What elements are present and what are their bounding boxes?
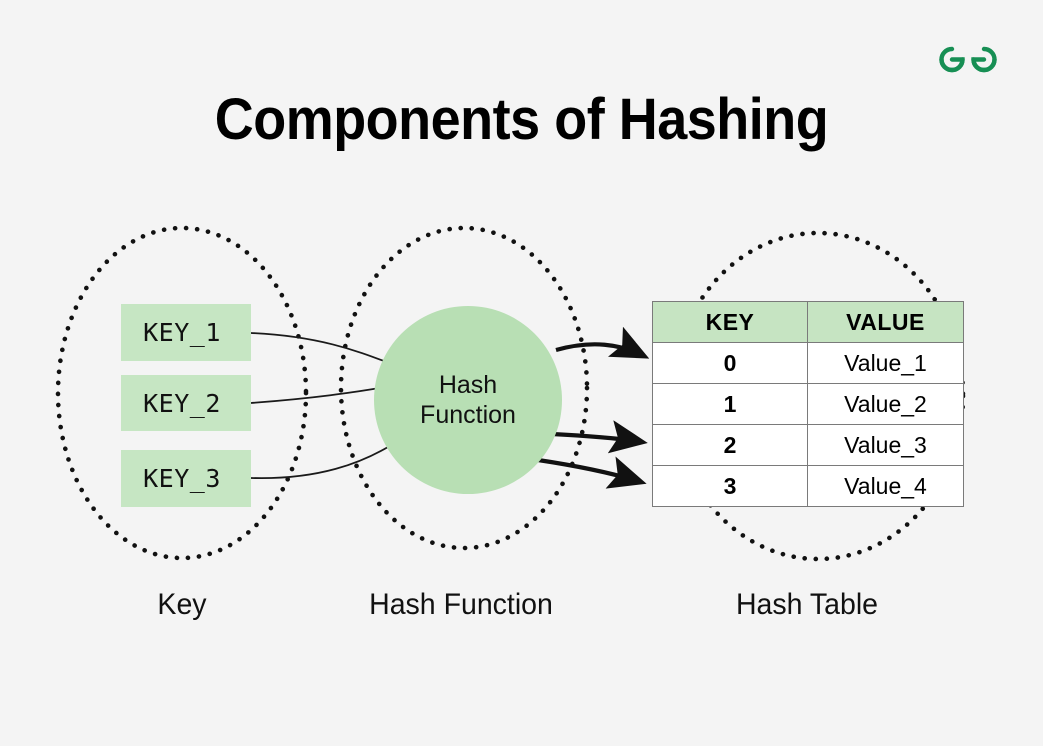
- hash-table-cell-key: 3: [652, 465, 808, 507]
- hash-function-line1: Hash: [438, 370, 498, 399]
- key-box-label: KEY_3: [143, 464, 221, 493]
- hash-table: KEY VALUE 0 Value_1 1 Value_2 2 Value_3 …: [652, 301, 964, 507]
- key-group-ellipse: [55, 225, 309, 561]
- geeksforgeeks-logo[interactable]: [932, 38, 1004, 86]
- hash-table-cell-value: Value_3: [807, 424, 964, 466]
- hash-function-group-ellipse: [338, 225, 590, 551]
- table-row: 2 Value_3: [652, 424, 964, 466]
- hash-table-header-value: VALUE: [807, 301, 964, 343]
- table-row: 3 Value_4: [652, 465, 964, 507]
- arrow-hashfunction-to-row3: [537, 456, 647, 489]
- connector-key2-to-hashfunction: [250, 387, 381, 404]
- hash-table-cell-value: Value_2: [807, 383, 964, 425]
- hash-table-cell-key: 0: [652, 342, 808, 384]
- hash-table-header-key: KEY: [652, 301, 808, 343]
- caption-key: Key: [157, 588, 207, 621]
- caption-hash-function: Hash Function: [369, 588, 553, 621]
- hash-table-cell-value: Value_1: [807, 342, 964, 384]
- connector-key1-to-hashfunction: [250, 332, 390, 364]
- hash-table-header-row: KEY VALUE: [652, 301, 964, 343]
- table-row: 1 Value_2: [652, 383, 964, 425]
- page-title: Components of Hashing: [214, 87, 829, 152]
- hash-table-cell-value: Value_4: [807, 465, 964, 507]
- hash-table-cell-key: 2: [652, 424, 808, 466]
- key-box-label: KEY_2: [143, 388, 221, 418]
- caption-hash-table: Hash Table: [735, 588, 879, 621]
- key-box-label: KEY_1: [143, 318, 221, 347]
- key-box-3: KEY_3: [121, 450, 251, 507]
- arrow-hashfunction-to-row0: [555, 326, 650, 359]
- arrow-hashfunction-to-row2: [551, 420, 648, 454]
- hash-function-line2: Function: [420, 401, 516, 429]
- hash-table-cell-key: 1: [652, 383, 808, 425]
- key-box-2: KEY_2: [121, 375, 251, 431]
- connector-key3-to-hashfunction: [250, 446, 389, 480]
- hash-function-circle: Hash Function: [374, 306, 562, 494]
- key-box-1: KEY_1: [121, 304, 251, 361]
- table-row: 0 Value_1: [652, 342, 964, 384]
